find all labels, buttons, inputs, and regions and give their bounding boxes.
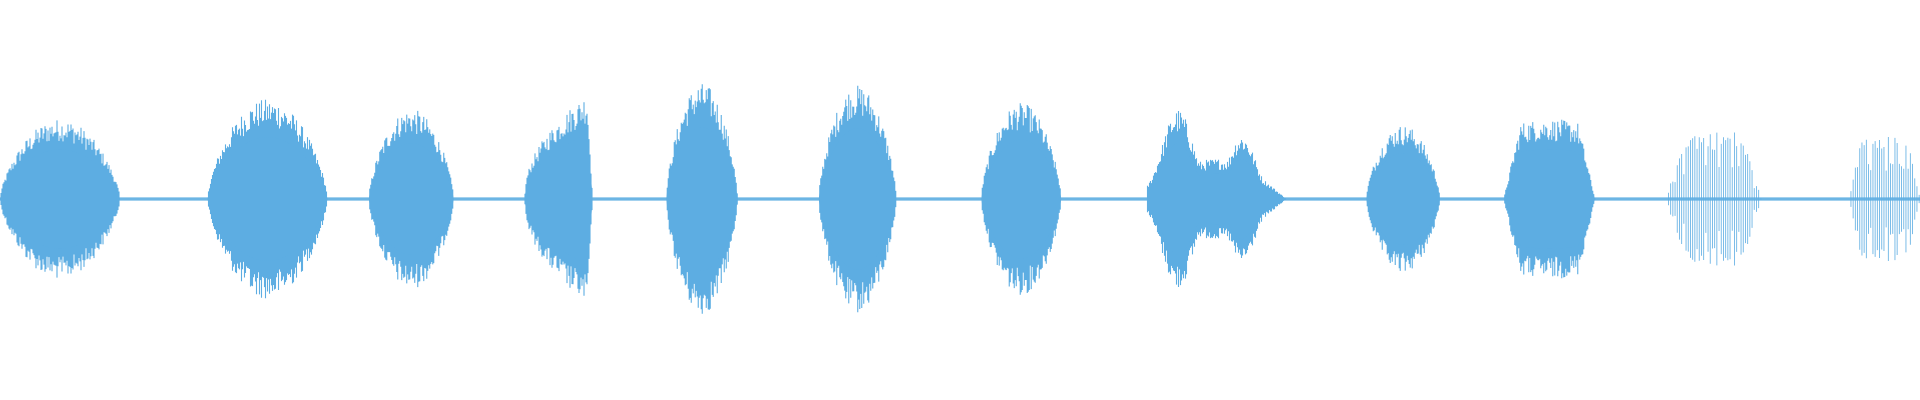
waveform-segment-core (0, 149, 120, 249)
waveform-segment-core (207, 137, 328, 261)
waveform-segment-core (1366, 153, 1440, 245)
waveform-segment-core (1503, 149, 1595, 249)
waveform-segment-core (818, 128, 897, 270)
waveform-segment (1668, 132, 1762, 266)
waveform-segment-core (666, 127, 738, 271)
waveform-segment (1850, 137, 1920, 261)
waveform-segment-core (368, 143, 454, 255)
waveform-segment-core (525, 133, 593, 265)
waveform-segment-core (981, 139, 1062, 259)
waveform-segment-core (1147, 143, 1287, 255)
